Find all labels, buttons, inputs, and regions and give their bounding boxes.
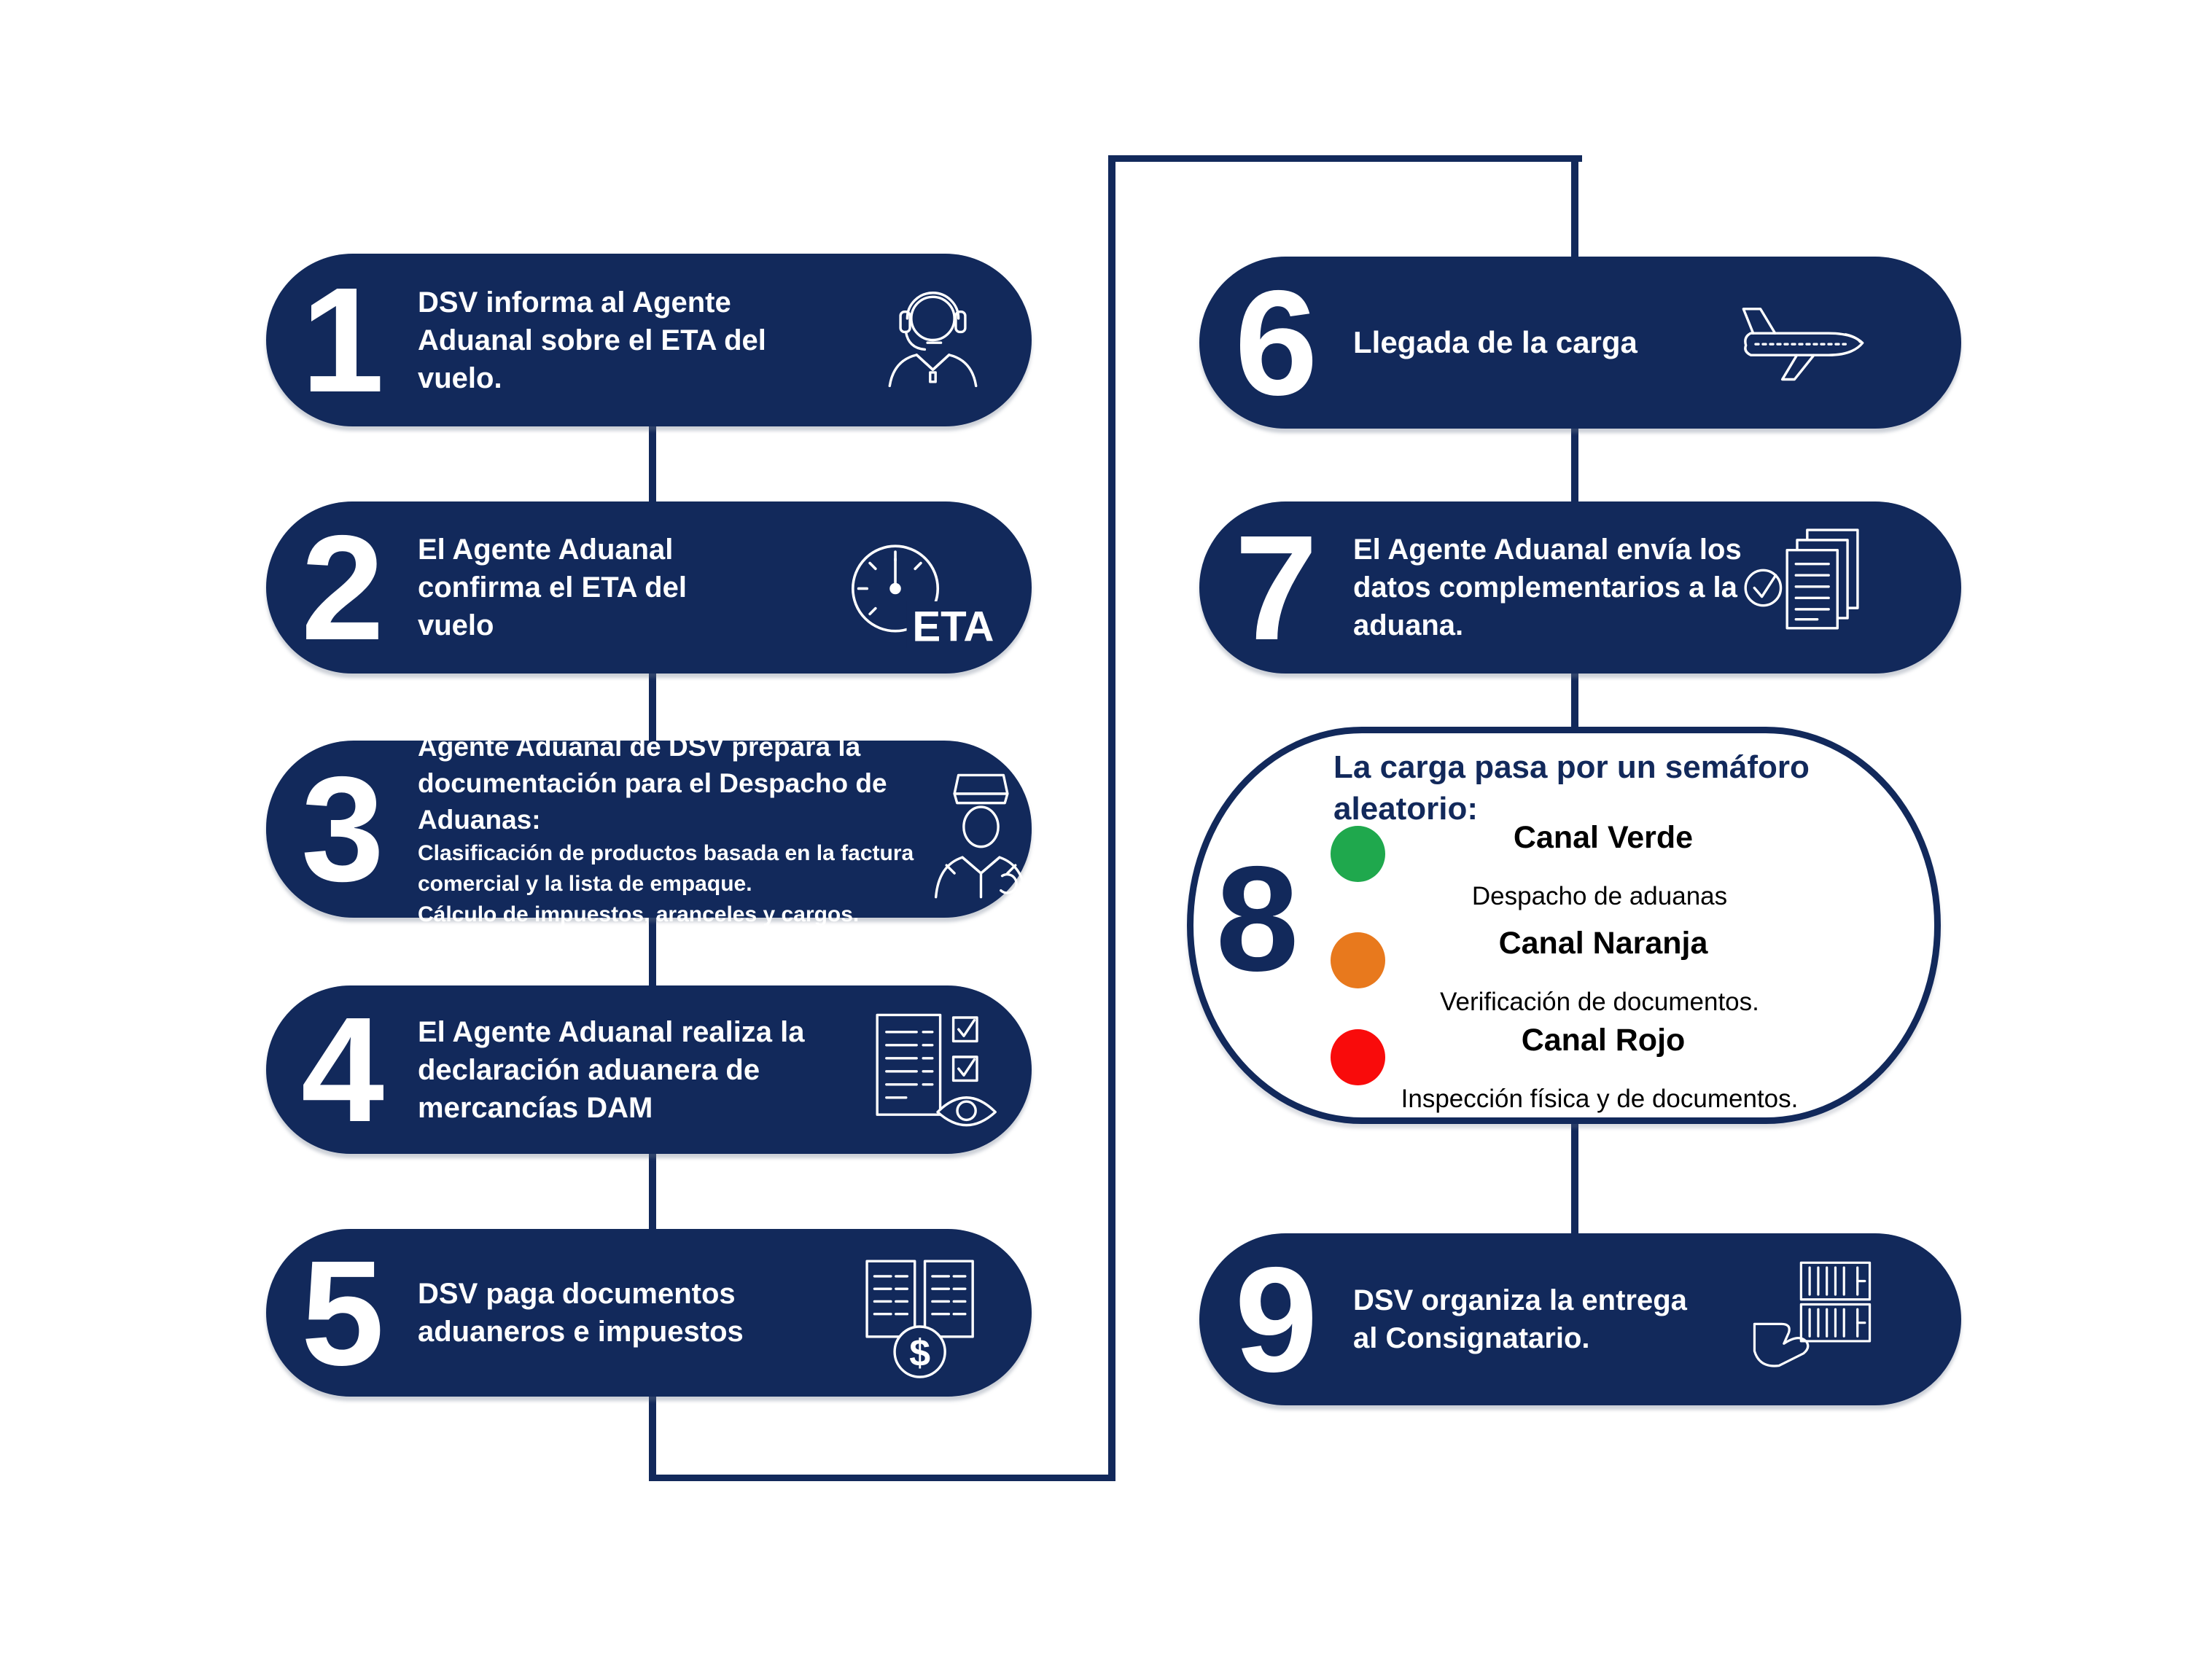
channel-red-description: Inspección física y de documentos. (1401, 1085, 1799, 1113)
connector-middle-vertical (1108, 155, 1115, 1481)
step-1-card: 1 DSV informa al Agente Aduanal sobre el… (266, 254, 1032, 426)
complementary-docs-icon (1742, 524, 1880, 652)
step-8-card: La carga pasa por un semáforo aleatorio:… (1187, 727, 1941, 1124)
connector-step7-step8 (1571, 671, 1578, 730)
channel-orange-description: Verificación de documentos. (1440, 988, 1759, 1016)
connector-step2-step3 (649, 672, 656, 742)
step-9-number: 9 (1234, 1236, 1318, 1403)
step-8-title: La carga pasa por un semáforo aleatorio: (1333, 749, 1810, 827)
channel-green-description: Despacho de aduanas (1471, 882, 1728, 910)
step-5-text: DSV paga documentos aduaneros e impuesto… (418, 1278, 744, 1348)
delivery-containers-icon (1745, 1252, 1880, 1387)
connector-into-step6 (1571, 159, 1578, 261)
step-8-number: 8 (1215, 835, 1299, 1002)
step-3-details: Clasificación de productos basada en la … (418, 840, 914, 926)
connector-step1-step2 (649, 426, 656, 503)
step-9-text: DSV organiza la entrega al Consignatario… (1353, 1284, 1687, 1354)
step-7-text: El Agente Aduanal envía los datos comple… (1353, 534, 1742, 641)
step-7-number: 7 (1234, 504, 1318, 671)
connector-step4-step5 (649, 1152, 656, 1232)
connector-top-horizontal (1108, 155, 1582, 162)
connector-step8-step9 (1571, 1121, 1578, 1236)
red-dot (1331, 1029, 1385, 1085)
step-2-text: El Agente Aduanal confirma el ETA del vu… (418, 534, 687, 641)
payment-documents-icon: $ (851, 1244, 1004, 1382)
step-4-number: 4 (300, 986, 384, 1153)
channel-green-name: Canal Verde (1513, 820, 1694, 855)
customs-officer-icon (914, 757, 1048, 902)
headset-agent-icon (862, 273, 1004, 407)
step-1-number: 1 (300, 257, 384, 423)
eta-speedometer-icon: ETA (836, 528, 1004, 648)
step-7-card: 7 El Agente Aduanal envía los datos comp… (1199, 501, 1961, 674)
connector-bottom-horizontal (649, 1475, 1115, 1481)
step-3-heading: Agente Aduanal de DSV prepara la documen… (418, 731, 887, 835)
step-1-text: DSV informa al Agente Aduanal sobre el E… (418, 286, 766, 394)
step-2-number: 2 (300, 504, 384, 671)
step-5-number: 5 (300, 1229, 384, 1397)
connector-step6-step7 (1571, 426, 1578, 503)
connector-step3-step4 (649, 916, 656, 987)
step-6-card: 6 Llegada de la carga (1199, 257, 1961, 429)
step-4-card: 4 El Agente Aduanal realiza la declaraci… (266, 985, 1032, 1154)
step-4-text: El Agente Aduanal realiza la declaración… (418, 1015, 805, 1124)
eta-icon-label: ETA (912, 603, 994, 648)
airplane-icon (1734, 297, 1880, 389)
step-6-text: Llegada de la carga (1353, 325, 1637, 359)
declaration-checklist-icon (858, 1004, 1004, 1136)
dollar-icon-label: $ (909, 1332, 930, 1374)
green-dot (1331, 826, 1385, 882)
step-2-card: 2 El Agente Aduanal confirma el ETA del … (266, 501, 1032, 674)
step-9-card: 9 DSV organiza la entrega al Consignatar… (1199, 1233, 1961, 1405)
connector-step5-down (649, 1395, 656, 1481)
step-6-number: 6 (1234, 259, 1318, 426)
step-5-card: 5 DSV paga documentos aduaneros e impues… (266, 1229, 1032, 1397)
channel-red-name: Canal Rojo (1521, 1023, 1686, 1058)
channel-orange-name: Canal Naranja (1498, 926, 1708, 961)
step-3-number: 3 (300, 746, 384, 913)
step-3-card: 3 Agente Aduanal de DSV prepara la docum… (266, 732, 1032, 926)
orange-dot (1331, 932, 1385, 988)
